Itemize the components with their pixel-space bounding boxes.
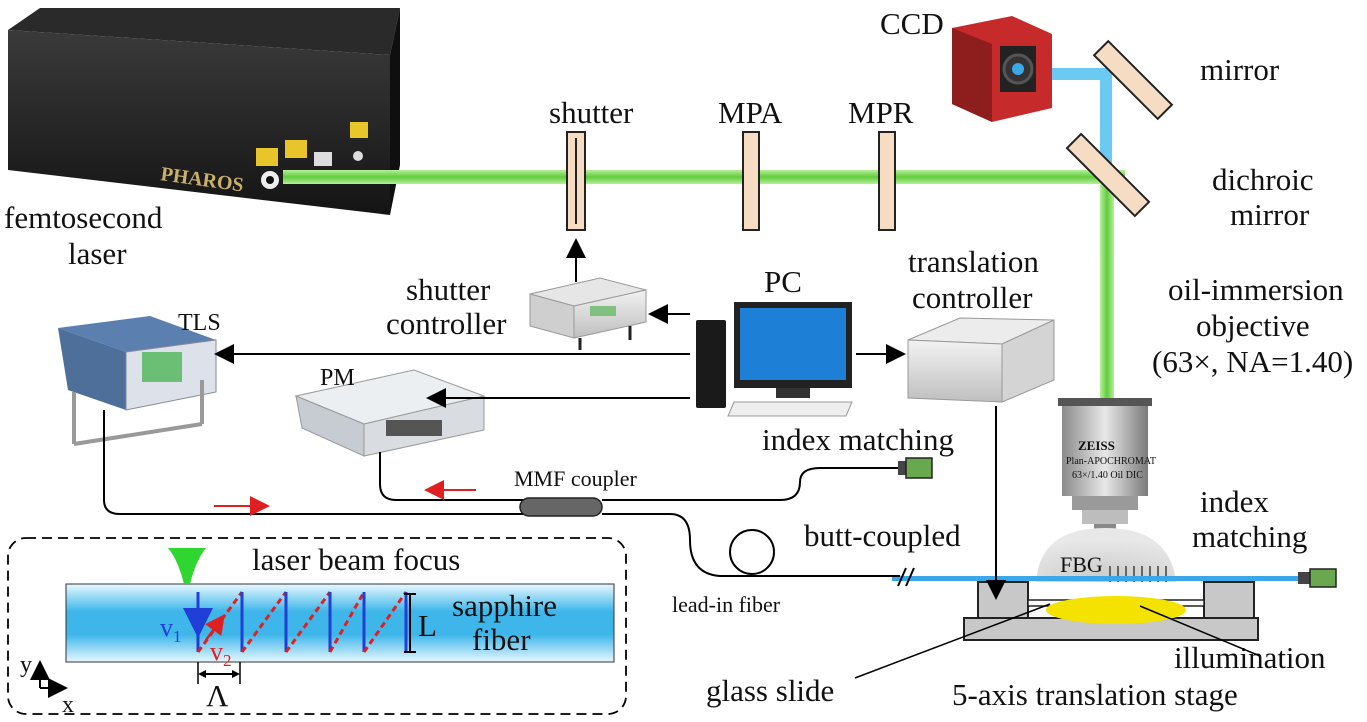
sapphire-fiber-on-stage xyxy=(892,576,1302,581)
label-shutter: shutter xyxy=(549,95,634,130)
label-translation: translation xyxy=(908,244,1039,279)
label-objective: objective xyxy=(1196,308,1310,343)
label-glass-slide: glass slide xyxy=(706,673,834,708)
objective-line2: 63×/1.40 Oil DIC xyxy=(1072,470,1143,481)
label-pc: PC xyxy=(764,264,802,299)
mpa-element xyxy=(742,131,760,231)
laser-port xyxy=(314,152,332,166)
translation-controller xyxy=(907,317,1055,403)
label-controller: controller xyxy=(912,280,1033,315)
fiber-to-index-matching xyxy=(602,467,898,501)
inset-frame xyxy=(7,537,627,715)
label-index: index xyxy=(1200,484,1269,519)
shutter xyxy=(566,131,586,231)
label-fbg: FBG xyxy=(1060,552,1103,577)
label-matching: matching xyxy=(1192,519,1307,554)
inset-axis-y-label: y xyxy=(20,652,32,678)
label-mirror: mirror xyxy=(1200,52,1280,87)
fiber-loop xyxy=(729,529,775,575)
label-lead-in-fiber: lead-in fiber xyxy=(672,592,781,617)
label-shutter-controller-2: controller xyxy=(386,306,507,341)
label-ccd: CCD xyxy=(880,6,944,41)
label-mpr: MPR xyxy=(848,95,914,130)
mirror xyxy=(1092,39,1174,121)
laser-beam-horizontal xyxy=(283,170,1125,184)
warning-sticker xyxy=(285,140,307,158)
tls-source xyxy=(58,316,217,446)
lead-in-fiber xyxy=(602,513,900,577)
label-shutter-controller-1: shutter xyxy=(406,272,491,307)
label-laser: laser xyxy=(68,236,127,271)
inset-sapphire-fiber xyxy=(65,583,615,663)
inset-lambda: Λ xyxy=(206,678,229,713)
inset-axis-x-label: x xyxy=(62,692,74,718)
label-illumination: illumination xyxy=(1174,640,1326,675)
label-butt-coupled: butt-coupled xyxy=(804,518,961,553)
label-femtosecond: femtosecond xyxy=(4,200,163,235)
label-oil-immersion: oil-immersion xyxy=(1168,272,1344,307)
inset-scan-lines xyxy=(196,591,408,653)
pc-computer xyxy=(696,302,853,417)
inset-v2: v2 xyxy=(210,637,232,670)
inset-fiber: fiber xyxy=(472,622,531,657)
inset-v2-arrow xyxy=(204,613,225,641)
label-objective-spec: (63×, NA=1.40) xyxy=(1152,344,1353,379)
dichroic-mirror xyxy=(1065,132,1151,218)
oil-droplet xyxy=(1036,528,1176,582)
power-meter xyxy=(294,369,486,457)
warning-sticker xyxy=(350,122,368,138)
inset-v1: v1 xyxy=(160,613,182,646)
label-dichroic: dichroic xyxy=(1212,162,1314,197)
fiber-pm-to-coupler xyxy=(379,452,524,501)
imaging-beam-vertical xyxy=(1100,68,1112,176)
illumination-spot xyxy=(1046,596,1186,624)
mmf-coupler xyxy=(519,497,603,517)
objective-brand: ZEISS xyxy=(1078,438,1115,453)
label-stage: 5-axis translation stage xyxy=(952,677,1238,712)
translation-stage xyxy=(963,581,1259,641)
label-tls: TLS xyxy=(178,310,221,336)
laser-beam-vertical xyxy=(1100,180,1114,398)
label-index-matching: index matching xyxy=(762,422,954,457)
inset-title: laser beam focus xyxy=(252,542,460,577)
label-dichroic-mirror: mirror xyxy=(1230,197,1310,232)
inset-sapphire: sapphire xyxy=(452,588,557,623)
mpr-element xyxy=(878,131,896,231)
ccd-camera xyxy=(952,16,1052,122)
fiber-connector-right xyxy=(1298,568,1337,588)
shutter-controller xyxy=(529,277,647,350)
fiber-tls-to-coupler xyxy=(103,410,524,515)
femtosecond-laser: PHAROS xyxy=(8,8,400,215)
inset-beam-focus xyxy=(168,548,206,584)
inset-L: L xyxy=(418,608,437,643)
label-pm: PM xyxy=(320,365,355,391)
warning-sticker xyxy=(256,148,278,166)
oil-immersion-objective: ZEISS Plan-APOCHROMAT 63×/1.40 Oil DIC xyxy=(1058,398,1156,532)
index-matching-connector xyxy=(898,457,933,479)
label-mpa: MPA xyxy=(718,95,783,130)
label-mmf-coupler: MMF coupler xyxy=(514,466,638,491)
objective-line1: Plan-APOCHROMAT xyxy=(1066,456,1156,467)
